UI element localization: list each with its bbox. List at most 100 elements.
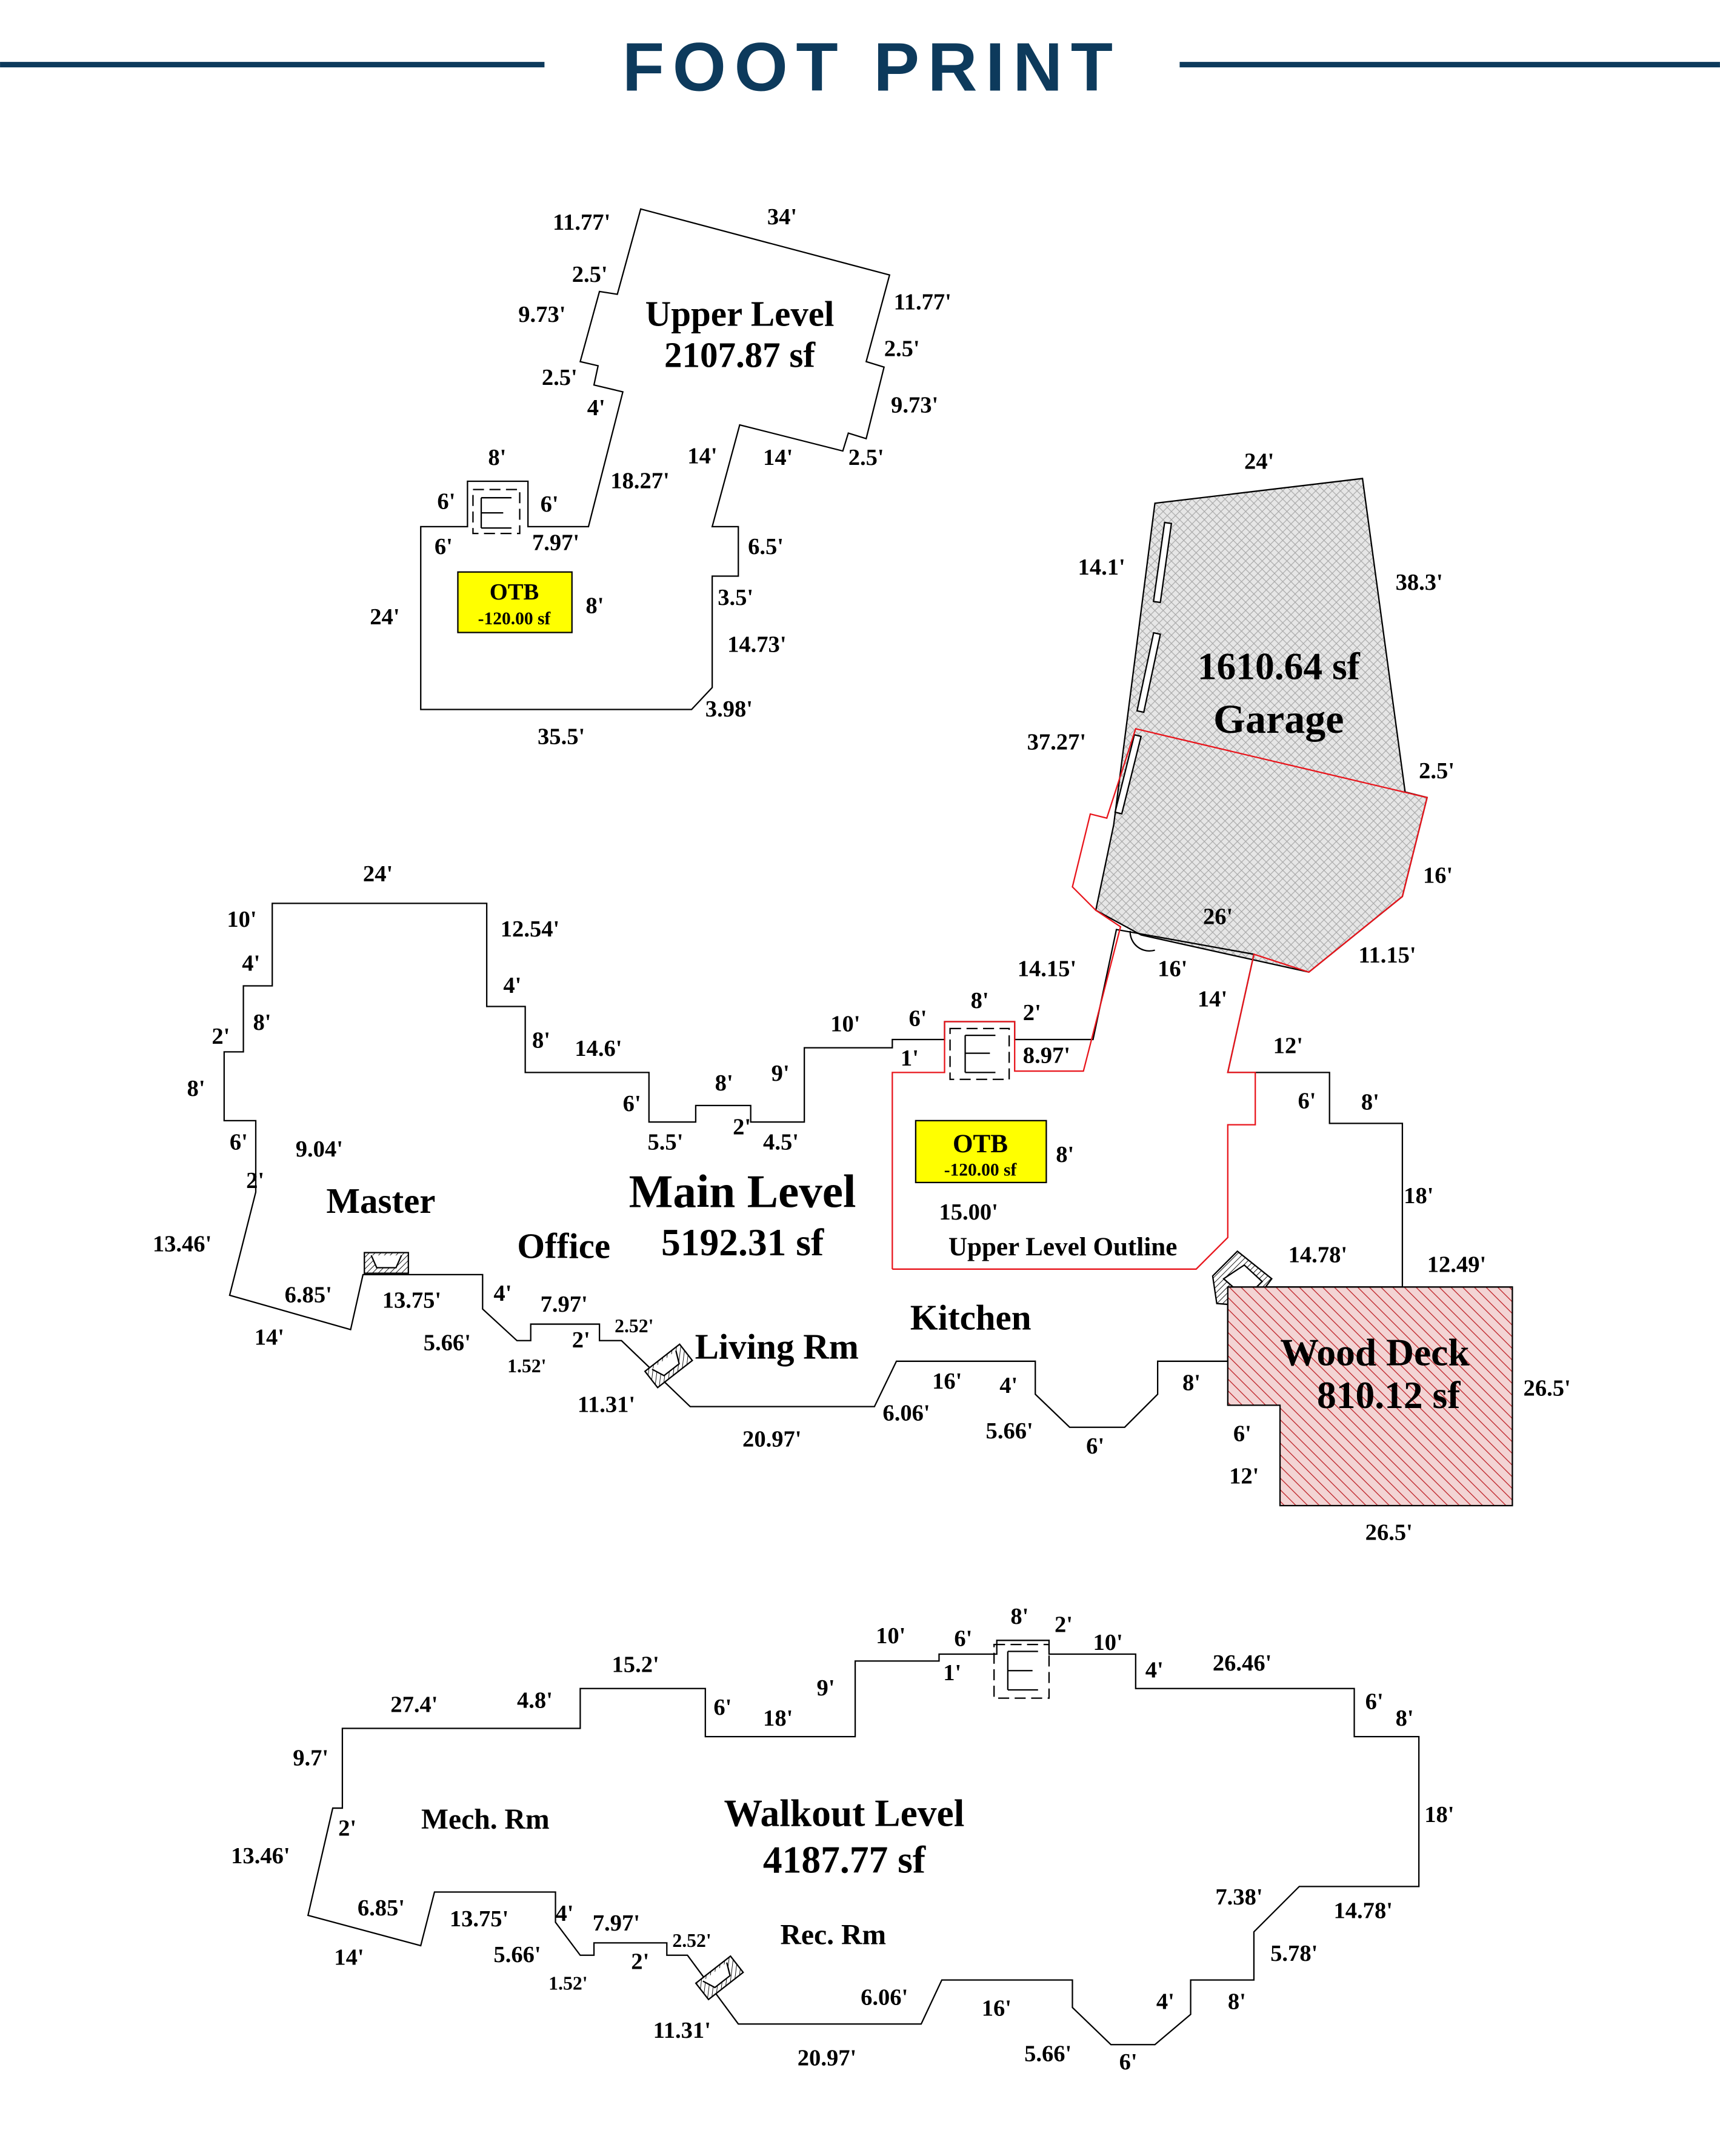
dimension-label: 13.46' [153, 1231, 212, 1257]
dimension-label: 6.5' [748, 534, 784, 559]
upper-otb-box [457, 571, 573, 633]
room-label-kitchen: Kitchen [910, 1298, 1032, 1338]
stair-icon [949, 1027, 1010, 1080]
dimension-label: 8' [715, 1070, 733, 1096]
dimension-label: 6' [1365, 1689, 1384, 1715]
dimension-label: 9.7' [293, 1746, 328, 1771]
walkout-level-area: 4187.77 sf [763, 1838, 926, 1881]
dimension-label: 2' [246, 1168, 264, 1193]
garage-door-icons [1114, 521, 1173, 815]
upper-level-title: Upper Level [645, 294, 835, 334]
dimension-label: 37.27' [1027, 729, 1086, 755]
dimension-label: 15.2' [612, 1652, 659, 1677]
dimension-label: 12' [1273, 1033, 1303, 1059]
dimension-label: 14.78' [1288, 1242, 1347, 1267]
dimension-label: 14' [255, 1325, 284, 1350]
dimension-label: 16' [982, 1996, 1012, 2021]
dimension-label: 2' [1055, 1612, 1073, 1638]
dimension-label: 8' [1361, 1090, 1379, 1115]
dimension-label: 18' [1404, 1183, 1433, 1209]
wood-deck-area: 810.12 sf [1317, 1373, 1461, 1417]
dimension-label: 2' [733, 1115, 751, 1140]
room-label-living-rm: Living Rm [695, 1326, 859, 1366]
dimension-label: 8' [488, 445, 506, 470]
upper-level-outline [420, 208, 891, 710]
dimension-label: 6.06' [882, 1400, 930, 1426]
dimension-label: 6' [230, 1129, 248, 1155]
dimension-label: 6.06' [861, 1984, 908, 2010]
dimension-label: 14.1' [1078, 555, 1125, 580]
dimension-label: 6' [713, 1695, 732, 1720]
dimension-label: 9.73' [891, 393, 938, 418]
upper-level-outline-trace [892, 727, 1428, 1270]
dimension-label: 4' [503, 973, 521, 998]
dimension-label: 13.75' [382, 1287, 441, 1313]
walkout-level-outline [307, 1640, 1420, 2046]
otb-area: -120.00 sf [944, 1161, 1018, 1180]
dimension-label: 26.5' [1365, 1520, 1413, 1546]
garage-area: 1610.64 sf [1198, 645, 1361, 688]
dimension-label: 2' [1023, 1000, 1041, 1026]
dimension-label: 8' [971, 988, 989, 1013]
dimension-label: 24' [370, 604, 399, 630]
dimension-label: 12' [1229, 1464, 1259, 1489]
dimension-label: 4' [999, 1373, 1018, 1398]
garage-door-swing-icon [1129, 930, 1155, 952]
garage-title: Garage [1213, 696, 1344, 742]
upper-level-outline-label: Upper Level Outline [948, 1233, 1177, 1261]
dimension-label: 8' [1056, 1142, 1074, 1167]
dimension-label: 2' [572, 1327, 590, 1353]
dimension-label: 4' [556, 1901, 574, 1926]
dimension-label: 8' [585, 593, 604, 619]
dimension-label: 9' [772, 1061, 790, 1086]
dimension-label: 4' [242, 951, 260, 976]
dimension-label: 5.66' [1024, 2041, 1072, 2066]
dimension-label: 5.66' [986, 1418, 1033, 1444]
otb-label: OTB [490, 579, 539, 605]
dimension-label: 7.38' [1215, 1884, 1262, 1910]
dimension-label: 2' [338, 1815, 356, 1841]
dimension-label: 26' [1203, 904, 1233, 929]
walkout-level-title: Walkout Level [724, 1792, 964, 1835]
dimension-label: 9.73' [518, 302, 565, 327]
dimension-label: 2.52' [615, 1315, 653, 1337]
dimension-label: 14' [334, 1945, 364, 1971]
dimension-label: 6.85' [285, 1282, 332, 1307]
upper-level-area: 2107.87 sf [664, 335, 816, 375]
dimension-label: 14.78' [1333, 1898, 1392, 1924]
dimension-label: 8' [1228, 1989, 1246, 2014]
dimension-label: 7.97' [593, 1911, 640, 1936]
dimension-label: 18' [1424, 1802, 1454, 1827]
dimension-label: 8' [532, 1028, 550, 1053]
dimension-label: 35.5' [538, 724, 585, 749]
dimension-label: 24' [1244, 449, 1274, 475]
dimension-label: 6' [1086, 1433, 1104, 1459]
fireplace-icon [644, 1343, 693, 1389]
dimension-label: 24' [363, 861, 393, 887]
dimension-label: 5.78' [1270, 1941, 1318, 1966]
stair-icon [993, 1643, 1050, 1699]
dimension-label: 6' [1119, 2049, 1138, 2075]
dimension-label: 6' [437, 489, 455, 514]
stair-icon [472, 489, 521, 535]
otb-area: -120.00 sf [478, 609, 552, 629]
otb-label: OTB [953, 1130, 1008, 1158]
dimension-label: 7.97' [532, 530, 579, 555]
dimension-label: 8.97' [1023, 1043, 1070, 1069]
dimension-label: 26.5' [1524, 1376, 1571, 1401]
dimension-label: 4' [493, 1281, 512, 1306]
dimension-label: 6' [909, 1006, 927, 1031]
room-label-office: Office [517, 1226, 610, 1266]
dimension-label: 6.85' [358, 1895, 405, 1921]
fireplace-icon [695, 1955, 744, 2001]
dimension-label: 5.5' [648, 1129, 684, 1155]
dimension-label: 8' [187, 1076, 205, 1101]
dimension-label: 2' [212, 1024, 230, 1049]
dimension-label: 2.5' [848, 445, 884, 470]
page-title: FOOT PRINT [622, 29, 1121, 106]
dimension-label: 14.6' [575, 1036, 622, 1061]
dimension-label: 2' [631, 1949, 649, 1974]
main-otb-box [915, 1120, 1047, 1184]
dimension-label: 2.5' [542, 365, 578, 390]
